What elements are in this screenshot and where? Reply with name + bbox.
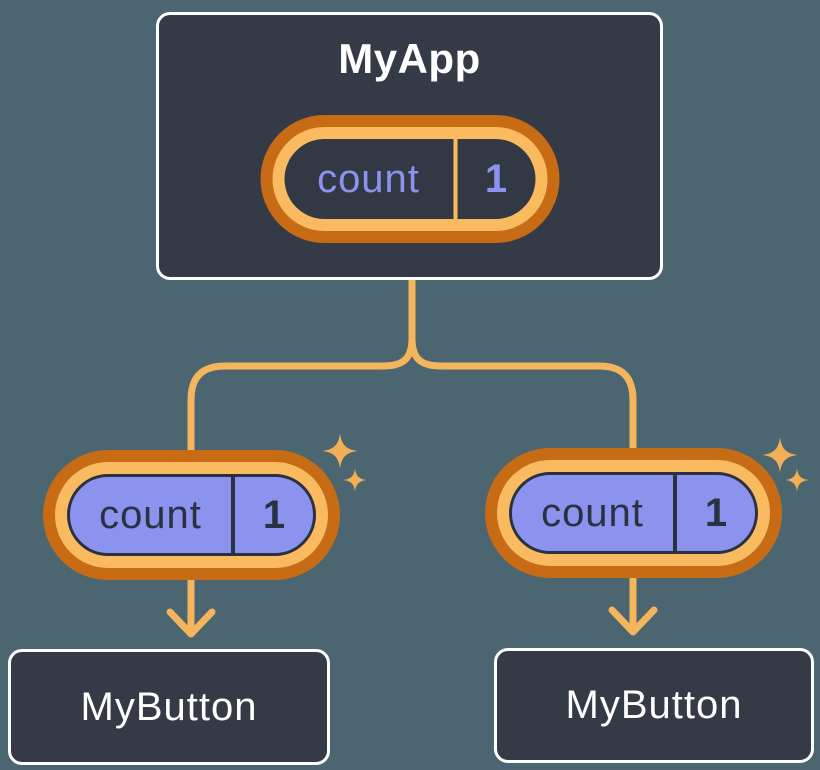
pill-divider	[231, 477, 235, 553]
component-title: MyApp	[338, 35, 481, 82]
arrow-left-head-icon	[166, 608, 216, 638]
component-node-myapp: MyApp count 1	[156, 12, 663, 280]
branch-left-line	[187, 334, 416, 462]
tree-connectors	[166, 275, 658, 638]
prop-pill-left: count 1	[43, 450, 340, 580]
state-pill-body: count 1	[284, 139, 535, 219]
component-node-mybutton-left: MyButton	[8, 649, 330, 765]
pill-divider	[453, 139, 457, 219]
branch-right-line	[408, 334, 637, 462]
prop-name: count	[541, 490, 644, 535]
state-pill-myapp: count 1	[260, 115, 559, 243]
prop-value: 1	[704, 490, 728, 535]
prop-pill-right: count 1	[485, 448, 782, 578]
state-value: 1	[484, 156, 508, 201]
state-name: count	[317, 156, 420, 201]
component-node-mybutton-right: MyButton	[494, 648, 814, 763]
prop-pill-body: count 1	[509, 472, 758, 554]
pill-divider	[673, 475, 677, 551]
prop-pill-body: count 1	[67, 474, 316, 556]
prop-value: 1	[262, 492, 286, 537]
prop-name: count	[99, 492, 202, 537]
arrow-right-head-icon	[608, 606, 658, 636]
